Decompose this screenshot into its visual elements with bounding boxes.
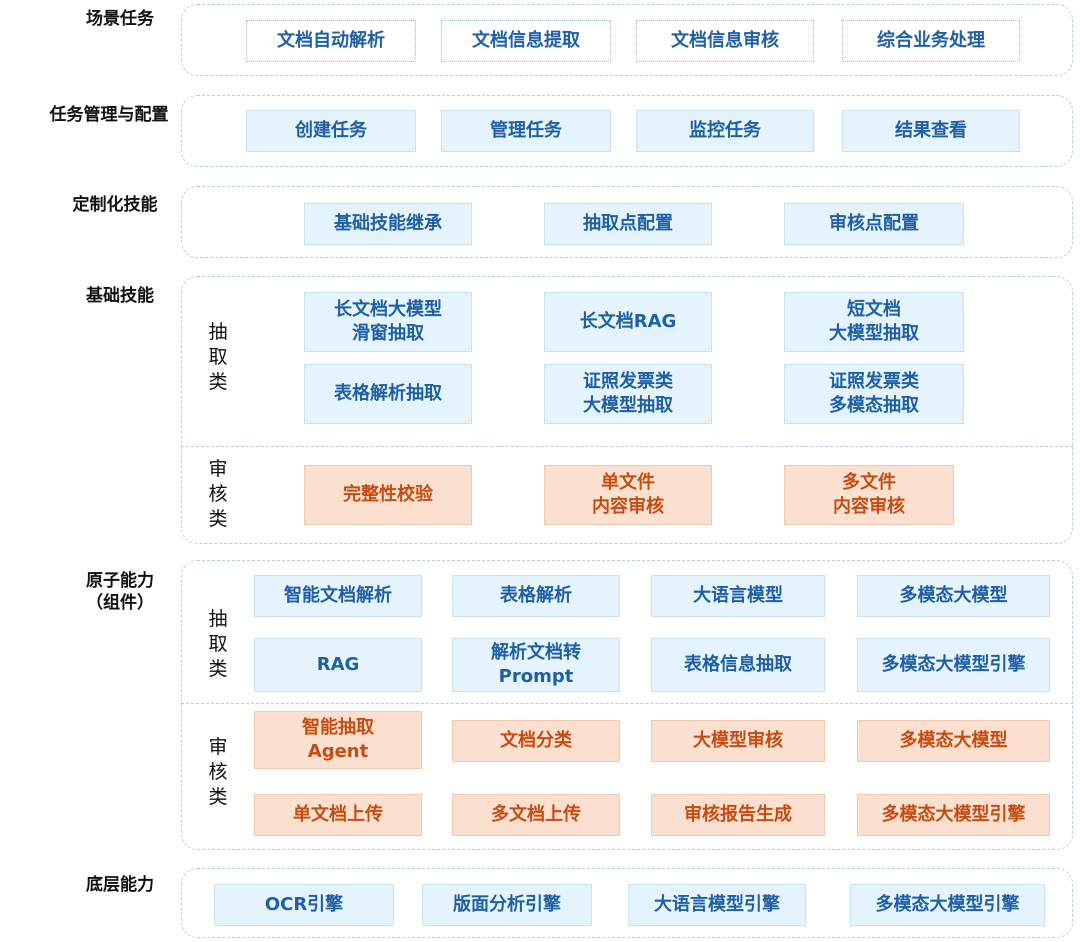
atomic-audit-box[interactable]: 多模态大模型 <box>857 720 1050 762</box>
base-skill-audit-label: 审 核 类 <box>208 458 228 530</box>
layer-label-atomic: 原子能力 （组件） <box>86 571 154 613</box>
bottom-engine-box[interactable]: 多模态大模型引擎 <box>850 884 1045 926</box>
base-skill-extract-box[interactable]: 长文档RAG <box>544 292 712 352</box>
base-skill-extract-box[interactable]: 短文档 大模型抽取 <box>784 292 964 352</box>
custom-skill-box[interactable]: 抽取点配置 <box>544 203 712 245</box>
scenario-item[interactable]: 文档信息提取 <box>441 20 611 62</box>
atomic-extract-label: 抽 取 类 <box>208 608 228 680</box>
atomic-extract-box[interactable]: RAG <box>254 638 422 692</box>
task-manage-box[interactable]: 管理任务 <box>441 110 611 152</box>
atomic-audit-box[interactable]: 多模态大模型引擎 <box>857 794 1050 836</box>
task-monitor-box[interactable]: 监控任务 <box>636 110 814 152</box>
atomic-audit-label: 审 核 类 <box>208 736 228 808</box>
atomic-audit-box[interactable]: 单文档上传 <box>254 794 422 836</box>
layer-label-scenario: 场景任务 <box>86 9 154 29</box>
atomic-extract-box[interactable]: 表格解析 <box>452 575 620 617</box>
task-result-box[interactable]: 结果查看 <box>842 110 1020 152</box>
scenario-item[interactable]: 综合业务处理 <box>842 20 1020 62</box>
bottom-engine-box[interactable]: 版面分析引擎 <box>422 884 592 926</box>
atomic-divider <box>181 703 1073 704</box>
atomic-audit-box[interactable]: 审核报告生成 <box>651 794 825 836</box>
layer-label-bottom: 底层能力 <box>86 875 154 895</box>
base-skill-extract-label: 抽 取 类 <box>208 321 228 393</box>
atomic-extract-box[interactable]: 表格信息抽取 <box>651 638 825 692</box>
atomic-audit-box[interactable]: 文档分类 <box>452 720 620 762</box>
base-skill-audit-box[interactable]: 单文件 内容审核 <box>544 465 712 525</box>
base-skill-audit-box[interactable]: 多文件 内容审核 <box>784 465 954 525</box>
custom-skill-box[interactable]: 基础技能继承 <box>304 203 472 245</box>
layer-label-custom-skill: 定制化技能 <box>72 195 158 215</box>
base-skill-divider <box>181 446 1073 447</box>
layer-label-base-skill: 基础技能 <box>86 286 154 306</box>
atomic-audit-box[interactable]: 多文档上传 <box>452 794 620 836</box>
layer-label-task-mgmt: 任务管理与配置 <box>49 105 169 125</box>
scenario-item[interactable]: 文档自动解析 <box>246 20 416 62</box>
base-skill-extract-box[interactable]: 表格解析抽取 <box>304 364 472 424</box>
bottom-engine-box[interactable]: 大语言模型引擎 <box>628 884 806 926</box>
base-skill-extract-box[interactable]: 证照发票类 多模态抽取 <box>784 364 964 424</box>
base-skill-audit-box[interactable]: 完整性校验 <box>304 465 472 525</box>
bottom-engine-box[interactable]: OCR引擎 <box>214 884 394 926</box>
scenario-item[interactable]: 文档信息审核 <box>636 20 814 62</box>
base-skill-extract-box[interactable]: 长文档大模型 滑窗抽取 <box>304 292 472 352</box>
atomic-audit-box[interactable]: 智能抽取 Agent <box>254 711 422 769</box>
atomic-extract-box[interactable]: 解析文档转 Prompt <box>452 638 620 692</box>
atomic-audit-box[interactable]: 大模型审核 <box>651 720 825 762</box>
atomic-extract-box[interactable]: 多模态大模型引擎 <box>857 638 1050 692</box>
atomic-extract-box[interactable]: 多模态大模型 <box>857 575 1050 617</box>
atomic-extract-box[interactable]: 大语言模型 <box>651 575 825 617</box>
atomic-extract-box[interactable]: 智能文档解析 <box>254 575 422 617</box>
task-create-box[interactable]: 创建任务 <box>246 110 416 152</box>
custom-skill-box[interactable]: 审核点配置 <box>784 203 964 245</box>
base-skill-extract-box[interactable]: 证照发票类 大模型抽取 <box>544 364 712 424</box>
